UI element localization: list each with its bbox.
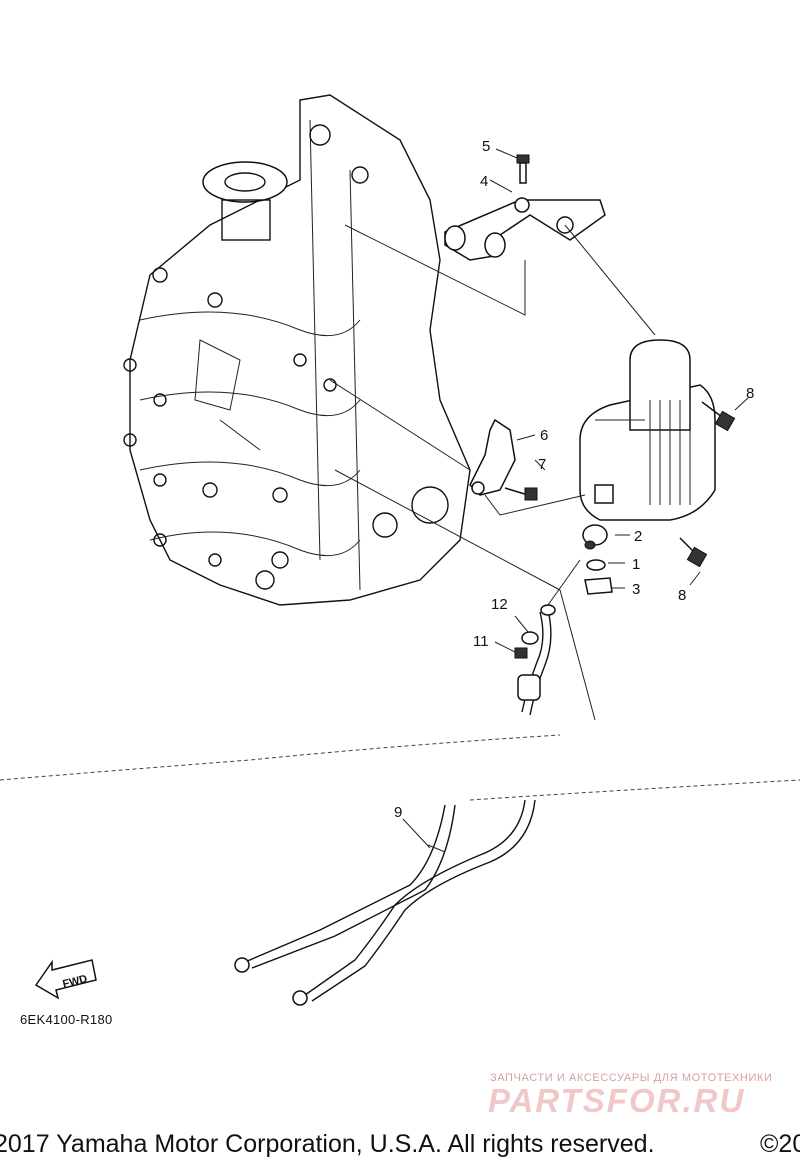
callout-9: 9 xyxy=(394,804,403,821)
callout-6: 6 xyxy=(540,427,549,444)
callout-3: 3 xyxy=(632,581,641,598)
cable-nut xyxy=(514,647,528,659)
bracket-bolt xyxy=(516,154,530,184)
callout-7: 7 xyxy=(538,456,547,473)
cable-washer xyxy=(521,631,539,645)
small-cable xyxy=(517,604,556,716)
starter-bolt-lower xyxy=(679,537,708,568)
starter-motor xyxy=(579,339,716,521)
washer xyxy=(586,559,606,571)
callout-8-upper: 8 xyxy=(746,385,755,402)
terminal-nut xyxy=(582,524,608,550)
terminal-cap xyxy=(584,577,613,595)
callout-4: 4 xyxy=(480,173,489,190)
starter-bolt-upper xyxy=(701,401,736,432)
forward-direction-arrow: FWD xyxy=(34,959,97,1000)
lever-bracket xyxy=(469,418,516,496)
copyright-notice-right: ©20 xyxy=(760,1130,800,1158)
callout-2: 2 xyxy=(634,528,643,545)
watermark-tagline: ЗАПЧАСТИ И АКСЕССУАРЫ ДЛЯ МОТОТЕХНИКИ xyxy=(490,1072,773,1084)
copyright-notice: 2017 Yamaha Motor Corporation, U.S.A. Al… xyxy=(0,1130,655,1158)
watermark-logo: PARTSFOR.RU xyxy=(488,1082,746,1119)
callout-8-lower: 8 xyxy=(678,587,687,604)
callout-1: 1 xyxy=(632,556,641,573)
diagram-reference-code: 6EK4100-R180 xyxy=(20,1012,113,1027)
starter-bracket xyxy=(444,197,606,261)
engine-block xyxy=(123,94,471,606)
callout-12: 12 xyxy=(491,596,508,613)
break-line xyxy=(0,734,800,801)
lever-bolt xyxy=(504,487,538,501)
leader-lines xyxy=(329,224,749,849)
battery-cable xyxy=(234,799,536,1006)
fwd-label: FWD xyxy=(61,973,88,991)
callout-11: 11 xyxy=(473,633,489,650)
callout-5: 5 xyxy=(482,138,491,155)
